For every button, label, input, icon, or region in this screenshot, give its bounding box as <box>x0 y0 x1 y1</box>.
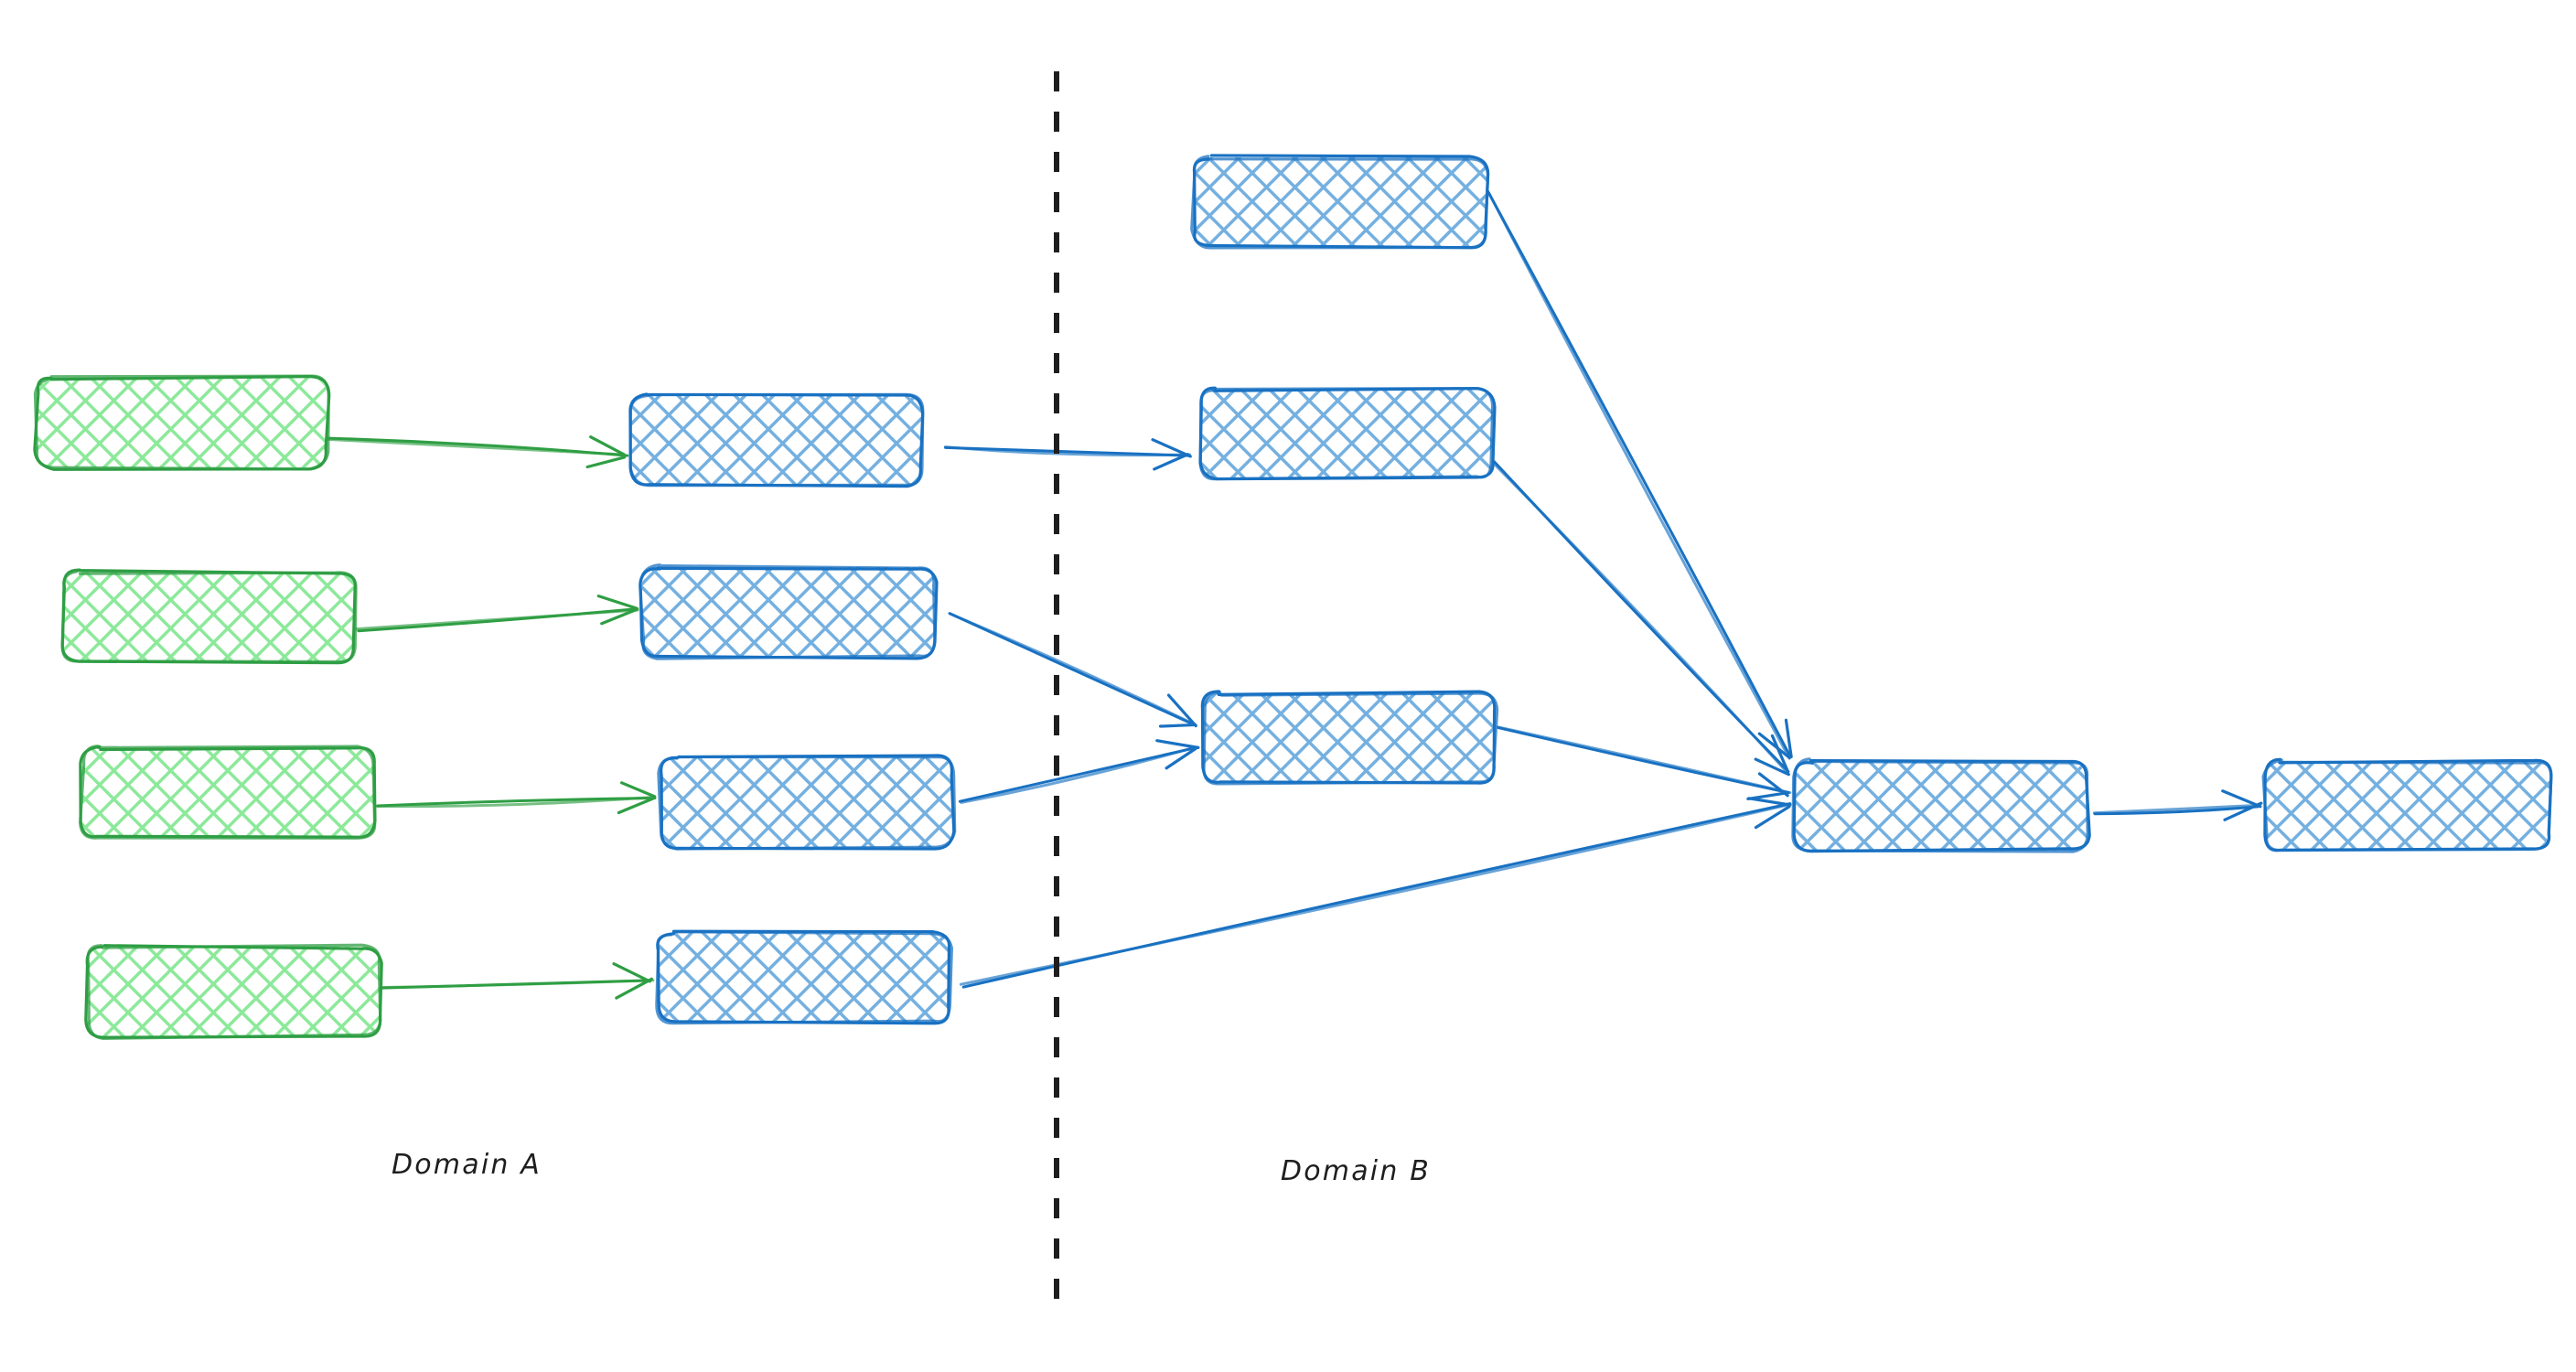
edge-e-a3-m3[interactable] <box>375 781 657 815</box>
edge-line <box>381 979 655 989</box>
edge-line <box>943 445 1192 457</box>
node-outline <box>86 943 382 1040</box>
node-fill <box>1795 761 2088 851</box>
node-fill <box>660 757 953 847</box>
edge-e-m1-b2[interactable] <box>943 438 1192 471</box>
edge-arrowhead <box>1165 746 1197 770</box>
edge-line <box>1487 191 1791 760</box>
edge-line <box>1496 725 1792 795</box>
edges-layer <box>325 188 2263 1000</box>
edge-arrowhead <box>1747 797 1792 807</box>
edge-e-a1-m1[interactable] <box>325 435 629 469</box>
node-m2[interactable] <box>639 563 939 660</box>
edge-line <box>325 437 626 456</box>
nodes-layer <box>33 154 2553 1040</box>
edge-e-a2-m2[interactable] <box>355 594 639 633</box>
edge-arrowhead <box>615 977 654 1000</box>
edge-arrowhead <box>589 435 626 456</box>
edge-line <box>1490 459 1790 776</box>
node-fill <box>62 572 355 661</box>
node-fill <box>642 567 935 657</box>
node-b5[interactable] <box>2261 757 2553 852</box>
edge-arrowhead <box>1770 734 1790 774</box>
edge-arrowhead <box>596 594 639 610</box>
node-m4[interactable] <box>655 929 953 1025</box>
edge-e-b4-b5[interactable] <box>2092 789 2263 821</box>
edge-arrowhead <box>1155 739 1200 749</box>
edge-line <box>2093 805 2259 816</box>
edge-line <box>375 796 655 809</box>
edge-e-m4-b4[interactable] <box>959 797 1792 989</box>
edge-arrowhead <box>1754 805 1791 830</box>
edge-arrowhead <box>1158 723 1197 728</box>
node-b2[interactable] <box>1198 386 1497 481</box>
node-a4[interactable] <box>84 943 383 1040</box>
edge-arrowhead <box>620 781 657 799</box>
node-outline <box>628 392 925 488</box>
node-m3[interactable] <box>657 754 957 851</box>
edge-arrowhead <box>2221 789 2262 809</box>
node-outline <box>657 755 957 851</box>
node-fill <box>1194 157 1487 247</box>
node-b3[interactable] <box>1200 690 1499 786</box>
domain-b-label: Domain B <box>1281 1155 1431 1187</box>
node-m1[interactable] <box>628 392 925 488</box>
node-outline <box>1190 155 1490 250</box>
edge-arrowhead <box>612 962 651 983</box>
node-fill <box>631 395 922 485</box>
node-fill <box>1200 389 1493 478</box>
edge-arrowhead <box>2223 801 2263 821</box>
node-a1[interactable] <box>33 374 331 471</box>
edge-arrowhead <box>1784 718 1793 758</box>
edge-e-b2-b4[interactable] <box>1490 459 1790 777</box>
edge-arrowhead <box>1754 757 1790 777</box>
edge-arrowhead <box>1757 732 1791 759</box>
edge-line <box>2092 803 2260 815</box>
node-outline <box>655 930 953 1025</box>
node-b4[interactable] <box>1791 757 2091 853</box>
node-a2[interactable] <box>60 568 358 665</box>
edge-line <box>949 612 1197 726</box>
node-fill <box>2265 761 2550 851</box>
edge-line <box>959 803 1791 986</box>
labels-layer: Domain A Domain B <box>392 1149 1431 1187</box>
edge-arrowhead <box>1757 772 1789 798</box>
edge-e-b1-b4[interactable] <box>1486 188 1793 760</box>
edge-e-b3-b4[interactable] <box>1496 725 1792 801</box>
node-outline <box>1791 757 2089 853</box>
edge-arrowhead <box>1746 790 1790 801</box>
edge-e-m3-b3[interactable] <box>958 739 1200 804</box>
node-fill <box>87 947 380 1036</box>
node-fill <box>657 933 950 1023</box>
edge-arrowhead <box>1153 453 1189 471</box>
domain-a-label: Domain A <box>392 1149 542 1181</box>
node-fill <box>82 748 375 838</box>
edge-e-a4-m4[interactable] <box>381 962 655 1000</box>
edge-arrowhead <box>1166 693 1197 728</box>
edge-arrowhead <box>1151 438 1192 458</box>
edge-arrowhead <box>600 607 639 626</box>
edge-line <box>355 608 639 631</box>
node-outline <box>639 563 937 660</box>
node-a3[interactable] <box>79 745 377 840</box>
node-b1[interactable] <box>1190 154 1490 250</box>
edge-arrowhead <box>617 796 657 815</box>
edge-arrowhead <box>585 456 627 469</box>
node-fill <box>1203 693 1496 783</box>
edge-e-m2-b3[interactable] <box>948 612 1197 728</box>
node-outline <box>2261 758 2553 852</box>
node-outline <box>1198 386 1495 481</box>
node-outline <box>1202 691 1499 786</box>
node-outline <box>33 374 330 471</box>
node-outline <box>79 745 377 840</box>
edge-line <box>960 745 1197 804</box>
node-fill <box>37 378 327 467</box>
node-outline <box>60 570 358 664</box>
